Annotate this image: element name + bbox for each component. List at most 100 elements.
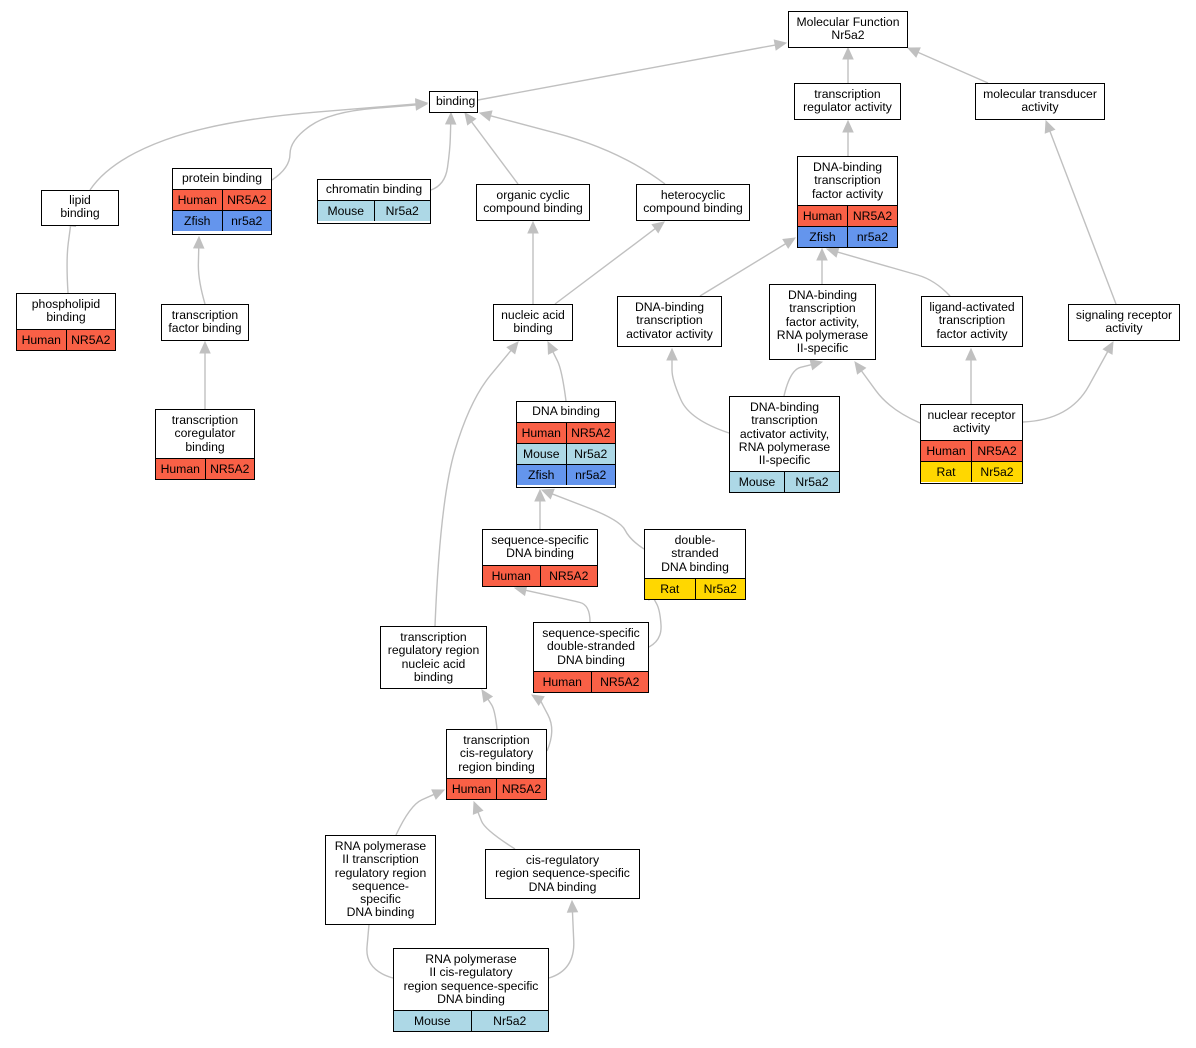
edge-dsdb-to-dnab <box>552 493 645 550</box>
go-term-node-lipid[interactable]: lipid binding <box>41 190 119 226</box>
edge-latfa-to-dbtfa <box>837 251 951 297</box>
edge-rnap2cr-to-crrssdb <box>548 911 575 979</box>
go-term-label: DNA binding <box>532 404 600 418</box>
go-term-node-dbtfpol[interactable]: DNA-binding transcription factor activit… <box>769 284 876 361</box>
gene-cell: Nr5a2 <box>703 581 737 596</box>
arrowhead-icon <box>651 221 665 234</box>
go-term-label: protein binding <box>182 171 262 185</box>
arrowhead-icon <box>965 347 977 361</box>
go-term-node-hccb[interactable]: heterocyclic compound binding <box>636 184 750 221</box>
go-term-node-crrssdb[interactable]: cis-regulatory region sequence-specific … <box>485 849 640 899</box>
go-term-node-dbtfa[interactable]: DNA-binding transcription factor activit… <box>797 156 898 248</box>
species-cell: Human <box>156 458 206 479</box>
go-term-node-rnap2tr[interactable]: RNA polymerase II transcription regulato… <box>325 835 436 925</box>
arrowhead-icon <box>854 361 867 375</box>
go-term-label: transcription coregulator binding <box>171 413 239 454</box>
go-term-node-binding[interactable]: binding <box>429 91 478 114</box>
arrowhead-icon <box>527 220 539 234</box>
go-term-node-tcrrb[interactable]: transcription cis-regulatory region bind… <box>446 729 547 800</box>
species-cell: Mouse <box>394 1011 472 1032</box>
go-term-label: nucleic acid binding <box>501 308 565 336</box>
go-term-node-trrnab[interactable]: transcription regulatory region nucleic … <box>380 626 487 690</box>
gene-row[interactable]: Human NR5A2 <box>447 777 546 799</box>
arrowhead-icon <box>513 584 528 597</box>
gene-cell: NR5A2 <box>571 426 611 441</box>
arrowhead-icon <box>481 688 494 703</box>
gene-cell: NR5A2 <box>210 461 250 476</box>
arrowhead-icon <box>506 341 519 355</box>
go-term-label: cis-regulatory region sequence-specific … <box>495 853 630 894</box>
go-term-label: transcription factor binding <box>168 308 242 336</box>
go-term-node-tra[interactable]: transcription regulator activity <box>794 83 901 120</box>
species-cell: Mouse <box>730 472 785 493</box>
go-term-node-mta[interactable]: molecular transducer activity <box>975 83 1105 120</box>
edge-nra-to-dbtfpol <box>860 370 921 424</box>
species-cell: Human <box>447 778 497 799</box>
arrowhead-icon <box>782 237 797 249</box>
arrowhead-icon <box>666 347 678 361</box>
go-term-label: transcription regulator activity <box>803 87 892 115</box>
edge-sra-to-mta <box>1049 131 1117 305</box>
gene-cell: NR5A2 <box>71 332 111 347</box>
go-term-node-dbtaapol[interactable]: DNA-binding transcription activator acti… <box>729 396 840 494</box>
arrowhead-icon <box>809 359 824 371</box>
edge-occb-to-binding <box>471 121 519 185</box>
go-term-node-ssdsdb[interactable]: sequence-specific double-stranded DNA bi… <box>533 622 649 693</box>
species-cell: Mouse <box>517 444 567 465</box>
arrowhead-icon <box>773 39 788 51</box>
go-term-label: chromatin binding <box>325 182 423 196</box>
arrowhead-icon <box>478 110 493 122</box>
go-term-node-dbtaa[interactable]: DNA-binding transcription activator acti… <box>617 296 722 347</box>
gene-cell: NR5A2 <box>600 674 640 689</box>
go-term-node-rnap2cr[interactable]: RNA polymerase II cis-regulatory region … <box>393 948 549 1033</box>
edge-dbtaapol-to-dbtaa <box>671 360 730 434</box>
gene-cell: NR5A2 <box>501 781 542 796</box>
go-term-node-tfb[interactable]: transcription factor binding <box>161 304 249 341</box>
edge-tcrrb-to-trrnab <box>487 698 498 730</box>
go-term-node-latfa[interactable]: ligand-activated transcription factor ac… <box>921 296 1023 347</box>
arrowhead-icon <box>825 246 840 258</box>
edge-dbtaapol-to-dbtfpol <box>783 363 812 397</box>
edge-tfb-to-protein <box>197 247 206 305</box>
edge-binding-to-mf <box>477 44 776 101</box>
go-term-node-occb[interactable]: organic cyclic compound binding <box>476 184 590 221</box>
arrowhead-icon <box>816 247 828 261</box>
go-term-node-nab[interactable]: nucleic acid binding <box>493 304 573 341</box>
go-term-node-sra[interactable]: signaling receptor activity <box>1068 304 1180 341</box>
go-term-node-mf[interactable]: Molecular Function Nr5a2 <box>788 11 908 48</box>
gene-row[interactable]: Human NR5A2 <box>156 457 254 479</box>
go-term-label: signaling receptor activity <box>1075 308 1173 336</box>
go-term-label: transcription cis-regulatory region bind… <box>458 733 535 774</box>
go-term-label: phospholipid binding <box>31 297 101 325</box>
gene-cell: Nr5a2 <box>385 204 419 219</box>
species-cell: Human <box>921 440 972 461</box>
edge-lipid-to-binding <box>89 103 417 191</box>
arrowhead-icon <box>472 800 484 815</box>
go-term-label: heterocyclic compound binding <box>643 188 743 216</box>
